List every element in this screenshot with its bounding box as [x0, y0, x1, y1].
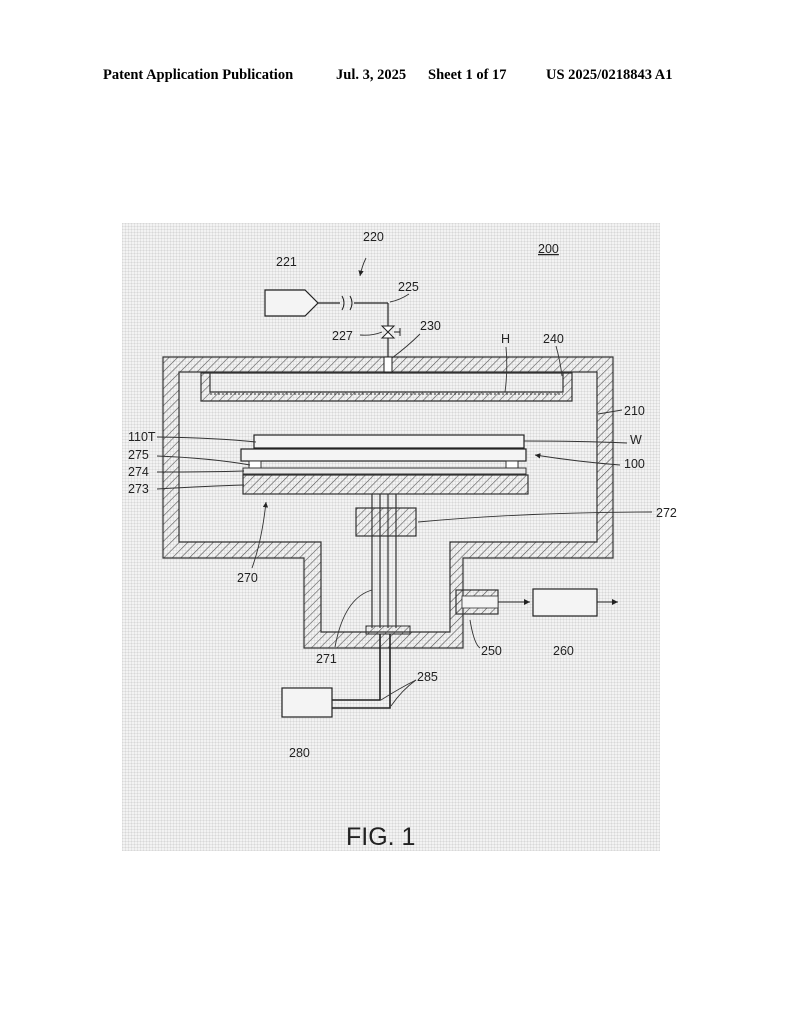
label-250: 250 — [481, 644, 502, 658]
layer-274 — [242, 467, 527, 475]
label-W: W — [630, 433, 642, 447]
showerhead-240 — [200, 372, 573, 402]
figure-caption: FIG. 1 — [346, 823, 415, 851]
label-275: 275 — [128, 448, 149, 462]
label-227: 227 — [332, 329, 353, 343]
chamber-wall-210 — [162, 356, 614, 649]
label-110T: 110T — [128, 430, 156, 444]
label-260: 260 — [553, 644, 574, 658]
publication-type: Patent Application Publication — [103, 67, 294, 83]
label-271: 271 — [316, 652, 337, 666]
label-272: 272 — [656, 506, 677, 520]
controller-280 — [281, 687, 333, 718]
label-200: 200 — [538, 242, 559, 256]
label-285: 285 — [417, 670, 438, 684]
label-225: 225 — [398, 280, 419, 294]
bellows-272 — [355, 507, 417, 537]
plate-273 — [242, 474, 529, 495]
valve-227 — [380, 325, 396, 339]
layer-275 — [248, 460, 262, 469]
label-273: 273 — [128, 482, 149, 496]
sheet-number: Sheet 1 of 17 — [428, 67, 507, 83]
label-100: 100 — [624, 457, 645, 471]
publication-date: Jul. 3, 2025 — [336, 67, 407, 83]
wire-285-a — [332, 634, 381, 701]
label-H: H — [501, 332, 510, 346]
nozzle-230 — [383, 356, 393, 373]
label-220: 220 — [363, 230, 384, 244]
gas-source-221 — [264, 289, 319, 317]
label-280: 280 — [289, 746, 310, 760]
label-240: 240 — [543, 332, 564, 346]
page-header: Patent Application Publication Jul. 3, 2… — [0, 67, 794, 89]
label-230: 230 — [420, 319, 441, 333]
label-270: 270 — [237, 571, 258, 585]
pump-260 — [532, 588, 598, 617]
wafer-W — [253, 434, 525, 449]
shaft-base-271 — [365, 625, 411, 635]
support-100 — [240, 448, 527, 462]
publication-number: US 2025/0218843 A1 — [546, 67, 673, 83]
label-210: 210 — [624, 404, 645, 418]
layer-275-right — [505, 460, 519, 469]
wire-285-b — [332, 634, 391, 709]
label-221: 221 — [276, 255, 297, 269]
label-274: 274 — [128, 465, 149, 479]
figure-panel — [122, 223, 660, 851]
